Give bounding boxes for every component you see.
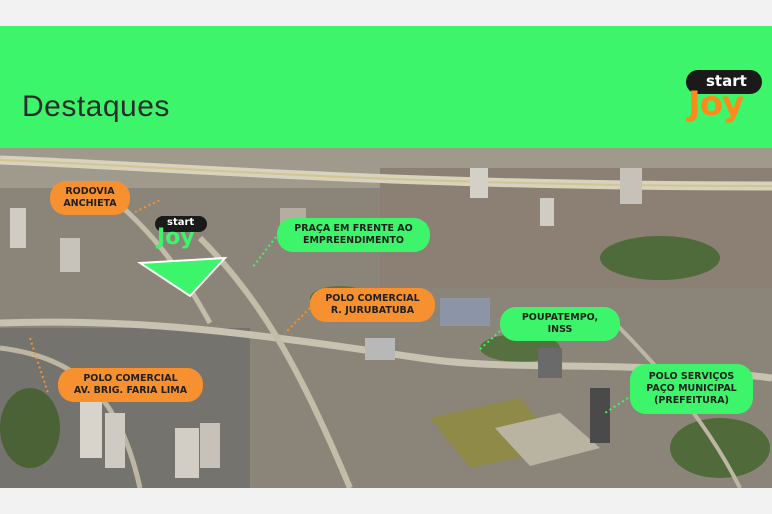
logo-start-text: start xyxy=(706,72,747,90)
site-logo-joy-text: Joy xyxy=(157,225,195,250)
label-polo-jurubatuba: POLO COMERCIAL R. JURUBATUBA xyxy=(310,288,435,322)
label-rodovia-anchieta: RODOVIA ANCHIETA xyxy=(50,181,130,215)
label-polo-faria-lima: POLO COMERCIAL AV. BRIG. FARIA LIMA xyxy=(58,368,203,402)
site-logo: start Joy xyxy=(155,216,207,258)
logo-joy-text: Joy xyxy=(688,84,744,124)
page-title: Destaques xyxy=(22,90,170,123)
brand-logo: start Joy xyxy=(686,70,762,128)
label-polo-servicos: POLO SERVIÇOS PAÇO MUNICIPAL (PREFEITURA… xyxy=(630,364,753,414)
aerial-map xyxy=(0,148,772,488)
site-logo-start-text: start xyxy=(167,217,195,228)
label-poupatempo: POUPATEMPO, INSS xyxy=(500,307,620,341)
logo-pill xyxy=(686,70,762,94)
label-praca: PRAÇA EM FRENTE AO EMPREENDIMENTO xyxy=(277,218,430,252)
header-bar: Destaques start Joy xyxy=(0,26,772,148)
slide: Destaques start Joy xyxy=(0,26,772,488)
site-logo-pill xyxy=(155,216,207,232)
